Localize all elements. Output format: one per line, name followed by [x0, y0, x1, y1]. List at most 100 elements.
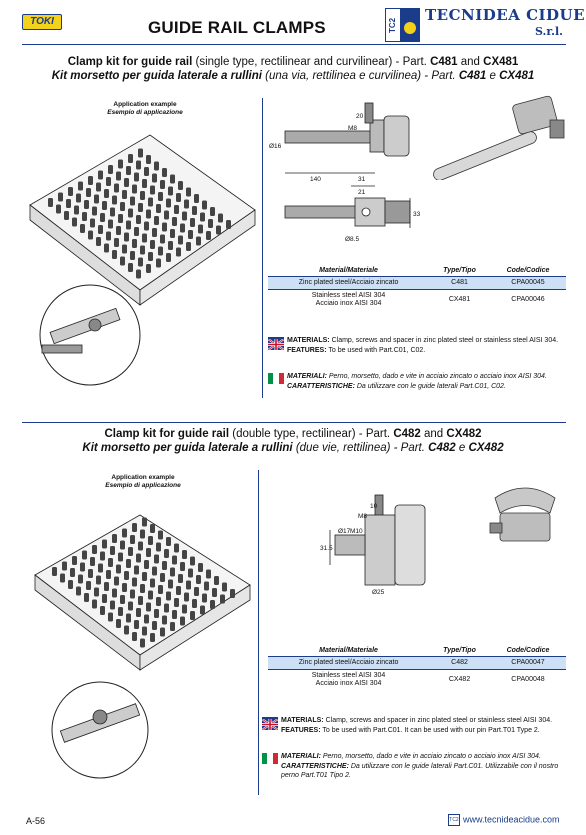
bottle-shape	[126, 613, 131, 623]
bottle-shape	[166, 537, 171, 546]
bottle-shape	[180, 562, 185, 571]
bottle-shape	[76, 193, 81, 203]
bottle-shape	[170, 174, 175, 184]
bottle-shape	[68, 187, 73, 196]
bottle-shape	[130, 251, 135, 260]
bottle-shape	[170, 567, 175, 577]
bottle-shape	[92, 599, 97, 609]
bottle-shape	[78, 181, 83, 191]
bottle-shape	[146, 155, 151, 164]
bottle-shape	[166, 198, 171, 208]
bottle-shape	[200, 212, 205, 222]
bottle-shape	[168, 186, 173, 196]
section2-dim-d17: Ø17	[338, 528, 351, 535]
bottle-shape	[70, 568, 75, 577]
bottle-shape	[152, 173, 157, 183]
bottle-shape	[202, 593, 207, 603]
bottle-shape	[82, 212, 87, 221]
toki-logo: TOKI	[22, 14, 62, 30]
bottle-shape	[102, 539, 107, 549]
bottle-shape	[96, 237, 101, 246]
section2-divider	[258, 470, 259, 795]
bottle-shape	[84, 200, 89, 209]
bottle-shape	[210, 207, 215, 216]
bottle-shape	[120, 595, 125, 604]
table-header: Material/Materiale	[268, 645, 430, 657]
bottle-shape	[154, 161, 159, 171]
bottle-shape	[182, 604, 187, 614]
bottle-shape	[108, 219, 113, 229]
bottle-shape	[158, 192, 163, 201]
bottle-shape	[108, 612, 113, 622]
bottle-shape	[86, 581, 91, 590]
bottle-shape	[72, 217, 77, 227]
bottle-shape	[188, 568, 193, 578]
section1-dim-m8: M8	[348, 125, 357, 132]
bottle-shape	[204, 581, 209, 591]
bottle-shape	[88, 176, 93, 185]
bottle-shape	[144, 560, 149, 569]
section1-dim-140: 140	[310, 176, 321, 183]
bottle-shape	[104, 243, 109, 253]
bottle-shape	[122, 528, 127, 538]
bottle-shape	[156, 204, 161, 213]
bottle-shape	[172, 217, 177, 226]
bottle-shape	[130, 589, 135, 599]
bottle-shape	[118, 159, 123, 169]
bottle-shape	[192, 599, 197, 608]
brand-suffix: S.r.l.	[535, 25, 564, 38]
section1-note-it: MATERIALI: Perno, morsetto, dado e vite …	[287, 373, 547, 390]
bottle-shape	[142, 517, 147, 527]
bottle-shape	[162, 561, 167, 570]
bottle-shape	[150, 524, 155, 533]
bottle-shape	[86, 188, 91, 197]
bottle-shape	[98, 563, 103, 573]
bottle-shape	[168, 579, 173, 589]
section1-note-en: MATERIALS: Clamp, screws and spacer in z…	[287, 337, 559, 354]
bottle-shape	[112, 195, 117, 205]
bottle-shape	[140, 191, 145, 200]
bottle-shape	[158, 585, 163, 594]
bottle-shape	[176, 586, 181, 595]
bottle-shape	[128, 263, 133, 272]
section2-product-photo	[489, 487, 556, 542]
bottle-shape	[124, 232, 129, 242]
bottle-shape	[90, 218, 95, 228]
bottle-shape	[154, 609, 159, 618]
bottle-shape	[188, 230, 193, 239]
bottle-shape	[112, 250, 117, 259]
bottle-shape	[138, 541, 143, 551]
bottle-shape	[196, 575, 201, 584]
bottle-shape	[58, 192, 63, 202]
bottle-shape	[48, 198, 53, 207]
bottle-shape	[230, 589, 235, 598]
bottle-shape	[156, 542, 161, 552]
bottle-shape	[94, 587, 99, 597]
section-divider	[22, 422, 566, 423]
bottle-shape	[192, 206, 197, 215]
bottle-shape	[148, 590, 153, 600]
bottle-shape	[160, 180, 165, 189]
bottle-shape	[88, 230, 93, 240]
bottle-shape	[186, 242, 191, 251]
bottle-shape	[194, 587, 199, 596]
website-url[interactable]: www.tecnideacidue.com	[463, 814, 560, 825]
bottle-shape	[156, 258, 161, 268]
bottle-shape	[96, 575, 101, 585]
bottle-shape	[186, 187, 191, 197]
bottle-shape	[152, 621, 157, 630]
section2-title-en: Clamp kit for guide rail (double type, r…	[104, 428, 482, 440]
bottle-shape	[190, 611, 195, 620]
bottle-shape	[134, 227, 139, 236]
section1-product-photo	[433, 95, 565, 180]
bottle-shape	[106, 570, 111, 579]
bottle-shape	[164, 549, 169, 558]
bottle-shape	[138, 596, 143, 605]
bottle-shape	[74, 205, 79, 215]
section2-detail-circle	[51, 681, 149, 779]
bottle-shape	[134, 172, 139, 182]
bottle-shape	[60, 573, 65, 583]
bottle-shape	[206, 569, 211, 579]
bottle-shape	[110, 546, 115, 555]
